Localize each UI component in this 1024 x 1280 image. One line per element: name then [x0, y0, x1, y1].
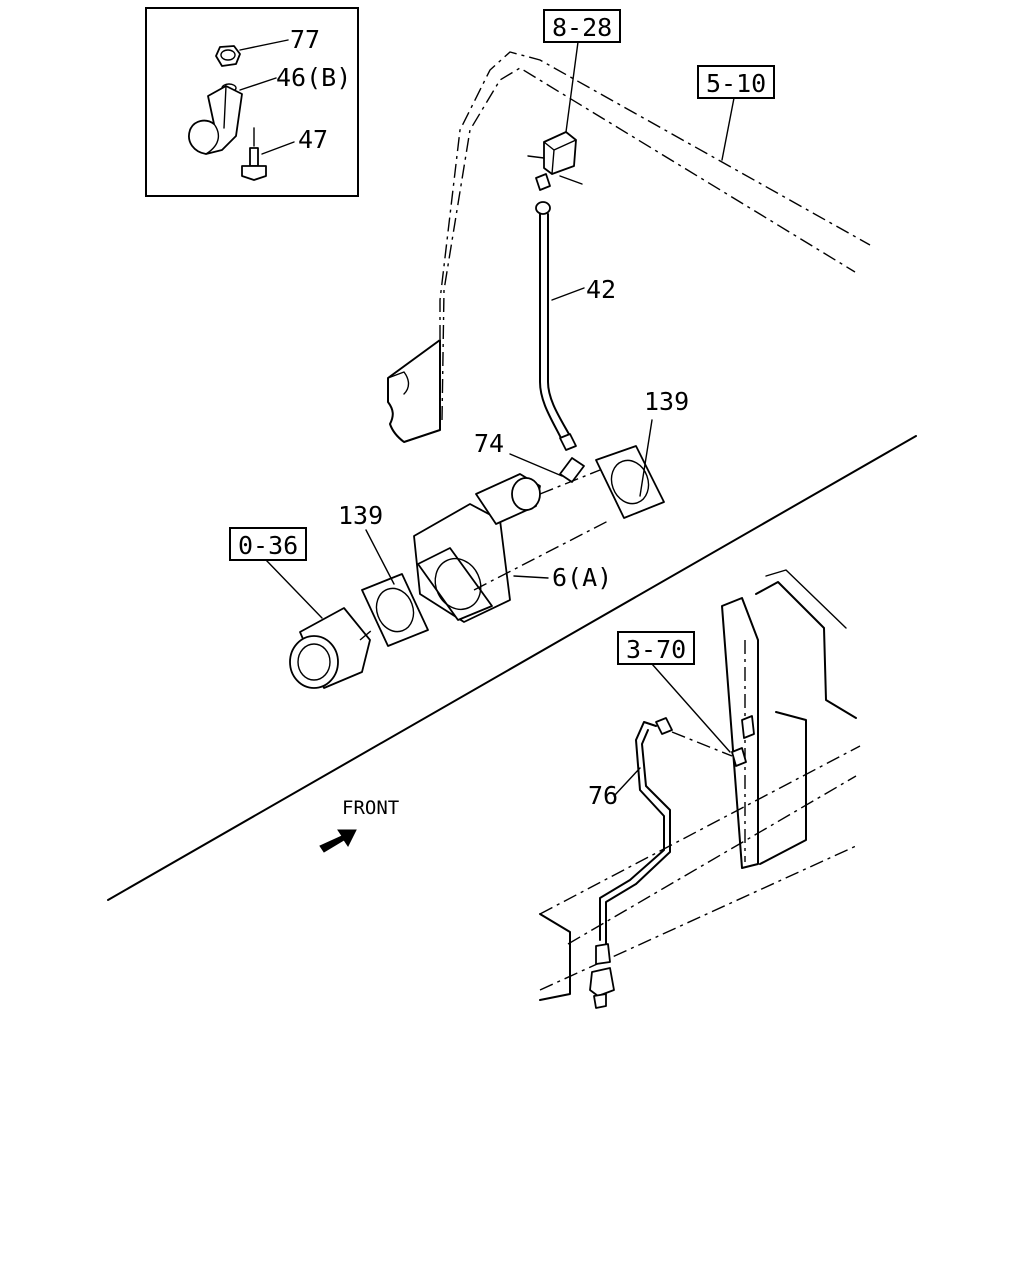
- lower-frame-outline: [539, 569, 861, 1001]
- label-46b: 46(B): [276, 63, 351, 92]
- pipe-part-76: 76: [588, 717, 733, 1009]
- label-42: 42: [586, 275, 616, 304]
- ref-box-0-36: 0-36: [229, 527, 323, 619]
- gasket-part-139-left: 139: [338, 501, 429, 647]
- valve-block-part: [527, 131, 583, 191]
- ref-3-70: 3-70: [626, 635, 686, 664]
- label-47: 47: [298, 125, 328, 154]
- inset-detail: 77 46(B) 47: [145, 7, 359, 197]
- front-indicator: FRONT: [319, 797, 399, 853]
- label-139-right: 139: [644, 387, 689, 416]
- exhaust-brake-valve-6a: 6(A): [413, 469, 612, 623]
- ref-5-10: 5-10: [706, 69, 766, 98]
- bolt-part-47: [241, 127, 267, 181]
- label-6a: 6(A): [552, 563, 612, 592]
- floor-line: [107, 435, 917, 901]
- exhaust-pipe-part: [289, 607, 373, 689]
- ref-box-3-70: 3-70: [617, 631, 731, 753]
- frame-outline: [387, 51, 871, 443]
- label-74: 74: [474, 429, 504, 458]
- ref-8-28: 8-28: [552, 13, 612, 42]
- label-76: 76: [588, 781, 618, 810]
- gasket-part-139-right: 139: [595, 387, 689, 519]
- fitting-part-74: 74: [474, 429, 585, 483]
- clamp-part-46b: [188, 85, 243, 155]
- arrow-up-right-icon: [319, 829, 357, 853]
- label-139-left: 139: [338, 501, 383, 530]
- ref-box-5-10: 5-10: [697, 65, 775, 161]
- ref-box-8-28: 8-28: [543, 9, 621, 133]
- label-77: 77: [290, 25, 320, 54]
- nut-part-77: [215, 45, 241, 67]
- ref-0-36: 0-36: [238, 531, 298, 560]
- front-label: FRONT: [342, 797, 399, 819]
- hose-part-42: 42: [535, 201, 616, 451]
